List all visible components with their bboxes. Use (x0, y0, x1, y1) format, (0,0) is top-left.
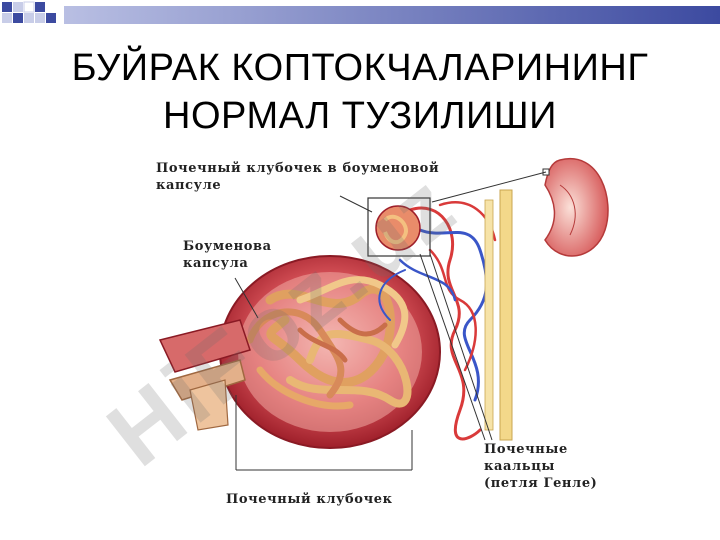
afferent-efferent-vessels (158, 319, 251, 431)
glomerulus-zoom-box (367, 197, 431, 257)
label-glomerulus-in-capsule-line-2: капсуле (156, 178, 222, 193)
slide-title-line-1: БУЙРАК КОПТОКЧАЛАРИНИНГ (71, 47, 649, 89)
slide-title-line-2: НОРМАЛ ТУЗИЛИШИ (163, 95, 557, 137)
label-bowman-capsule: Боуменова капсула (183, 238, 272, 272)
label-henle-loop-line-2: каальцы (484, 459, 556, 474)
label-bowman-capsule-line-2: капсула (183, 256, 249, 271)
label-henle-loop-line-1: Почечные (484, 442, 568, 457)
glomerulus-tangle (246, 276, 412, 410)
slide-title: БУЙРАК КОПТОКЧАЛАРИНИНГ НОРМАЛ ТУЗИЛИШИ (0, 44, 720, 140)
label-glomerulus-in-capsule-line-1: Почечный клубочек в боуменовой (156, 161, 440, 176)
label-henle-loop-line-3: (петля Генле) (484, 476, 598, 491)
leader-lines (234, 171, 547, 471)
label-glomerulus-text: Почечный клубочек (226, 492, 393, 507)
collecting-duct (484, 189, 513, 441)
label-henle-loop: Почечные каальцы (петля Генле) (484, 441, 597, 492)
label-glomerulus-in-capsule: Почечный клубочек в боуменовой капсуле (156, 160, 439, 194)
header-checker-band (2, 1, 720, 24)
label-bowman-capsule-line-1: Боуменова (183, 239, 272, 254)
kidney-icon (542, 157, 609, 257)
label-glomerulus: Почечный клубочек (226, 491, 393, 508)
